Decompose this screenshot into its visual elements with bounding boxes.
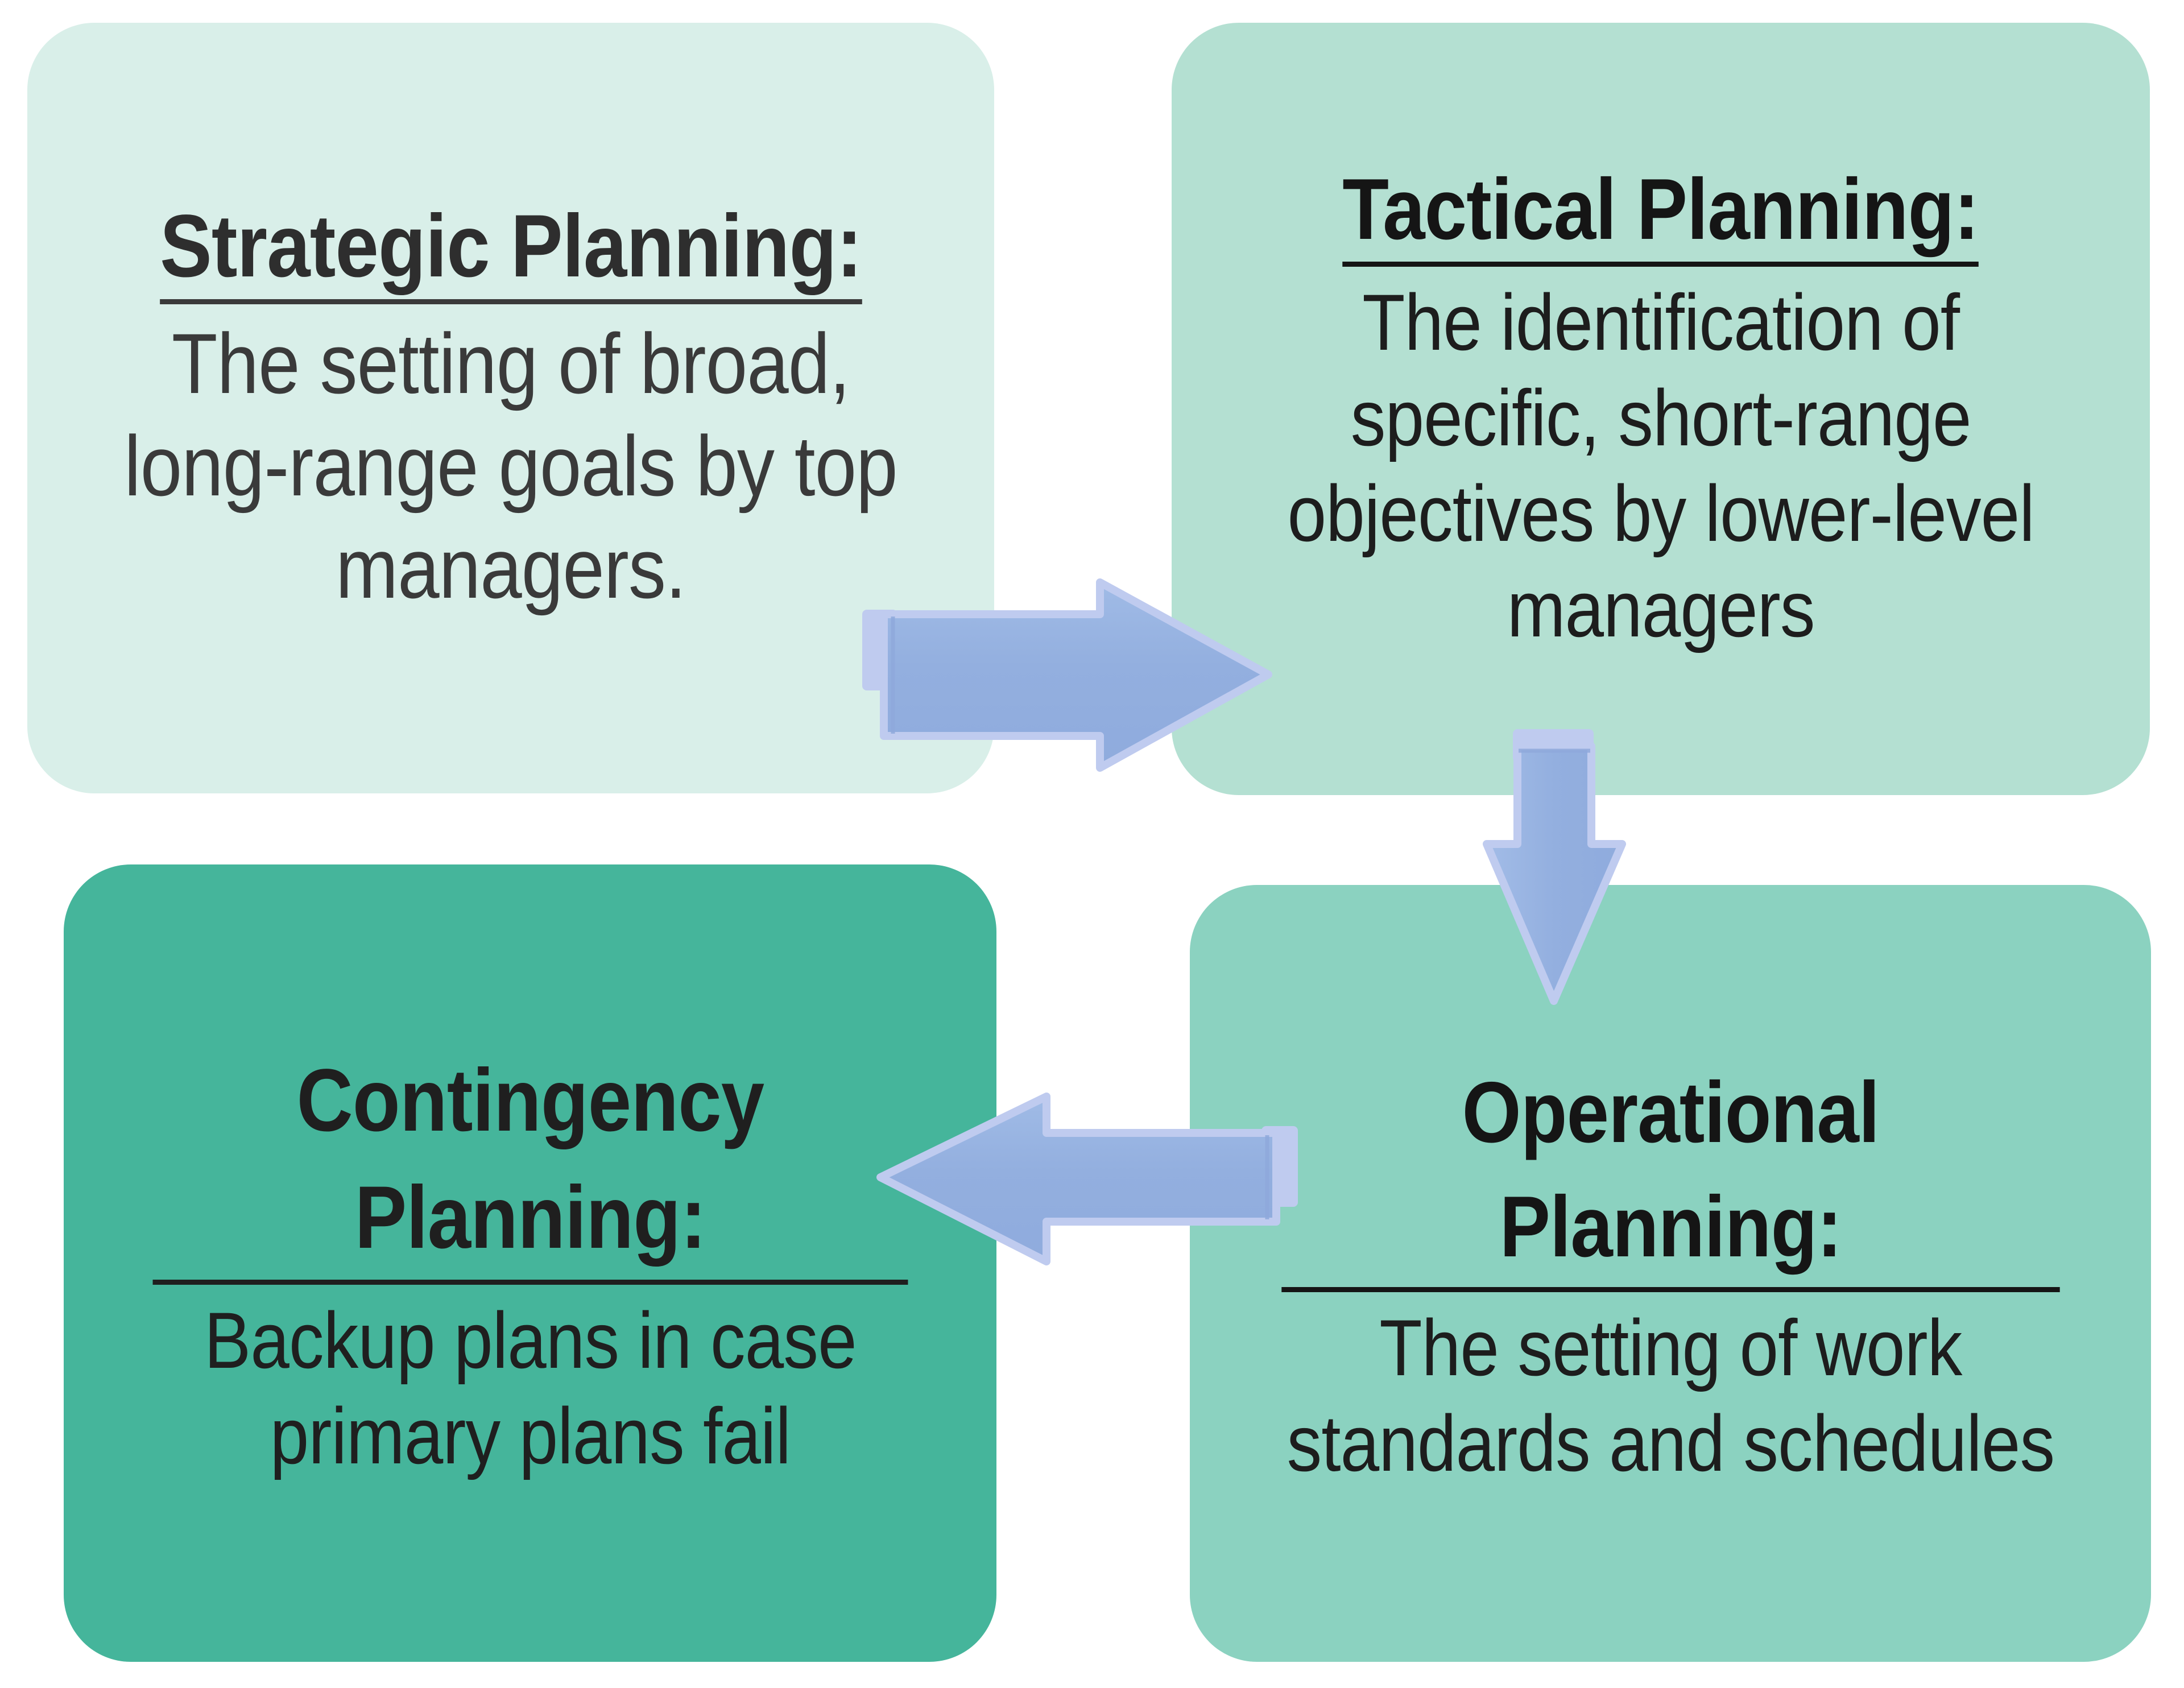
- box-operational-planning[interactable]: Operational Planning: The setting of wor…: [1190, 885, 2151, 1662]
- arrow-down-icon: [1483, 723, 1713, 1008]
- box-tactical-content: Tactical Planning: The identification of…: [1211, 161, 2111, 656]
- box-contingency-content: Contingency Planning: Backup plans in ca…: [101, 1042, 959, 1484]
- box-strategic-heading: Strategic Planning:: [159, 197, 862, 305]
- box-operational-content: Operational Planning: The setting of wor…: [1228, 1056, 2113, 1491]
- arrow-right-icon: [861, 578, 1282, 772]
- box-contingency-planning[interactable]: Contingency Planning: Backup plans in ca…: [64, 864, 996, 1662]
- box-tactical-heading: Tactical Planning:: [1342, 161, 1979, 267]
- box-operational-heading: Operational Planning:: [1281, 1056, 2060, 1293]
- box-strategic-planning[interactable]: Strategic Planning: The setting of broad…: [27, 23, 994, 793]
- arrow-left-icon: [869, 1091, 1301, 1274]
- box-contingency-heading: Contingency Planning:: [152, 1042, 908, 1285]
- box-strategic-content: Strategic Planning: The setting of broad…: [66, 197, 956, 620]
- box-tactical-planning[interactable]: Tactical Planning: The identification of…: [1172, 23, 2150, 795]
- box-strategic-body: The setting of broad, long-range goals b…: [124, 316, 897, 617]
- box-operational-body: The setting of work standards and schedu…: [1287, 1303, 2054, 1488]
- box-contingency-body: Backup plans in case primary plans fail: [204, 1296, 857, 1481]
- box-tactical-body: The identification of specific, short-ra…: [1287, 277, 2034, 653]
